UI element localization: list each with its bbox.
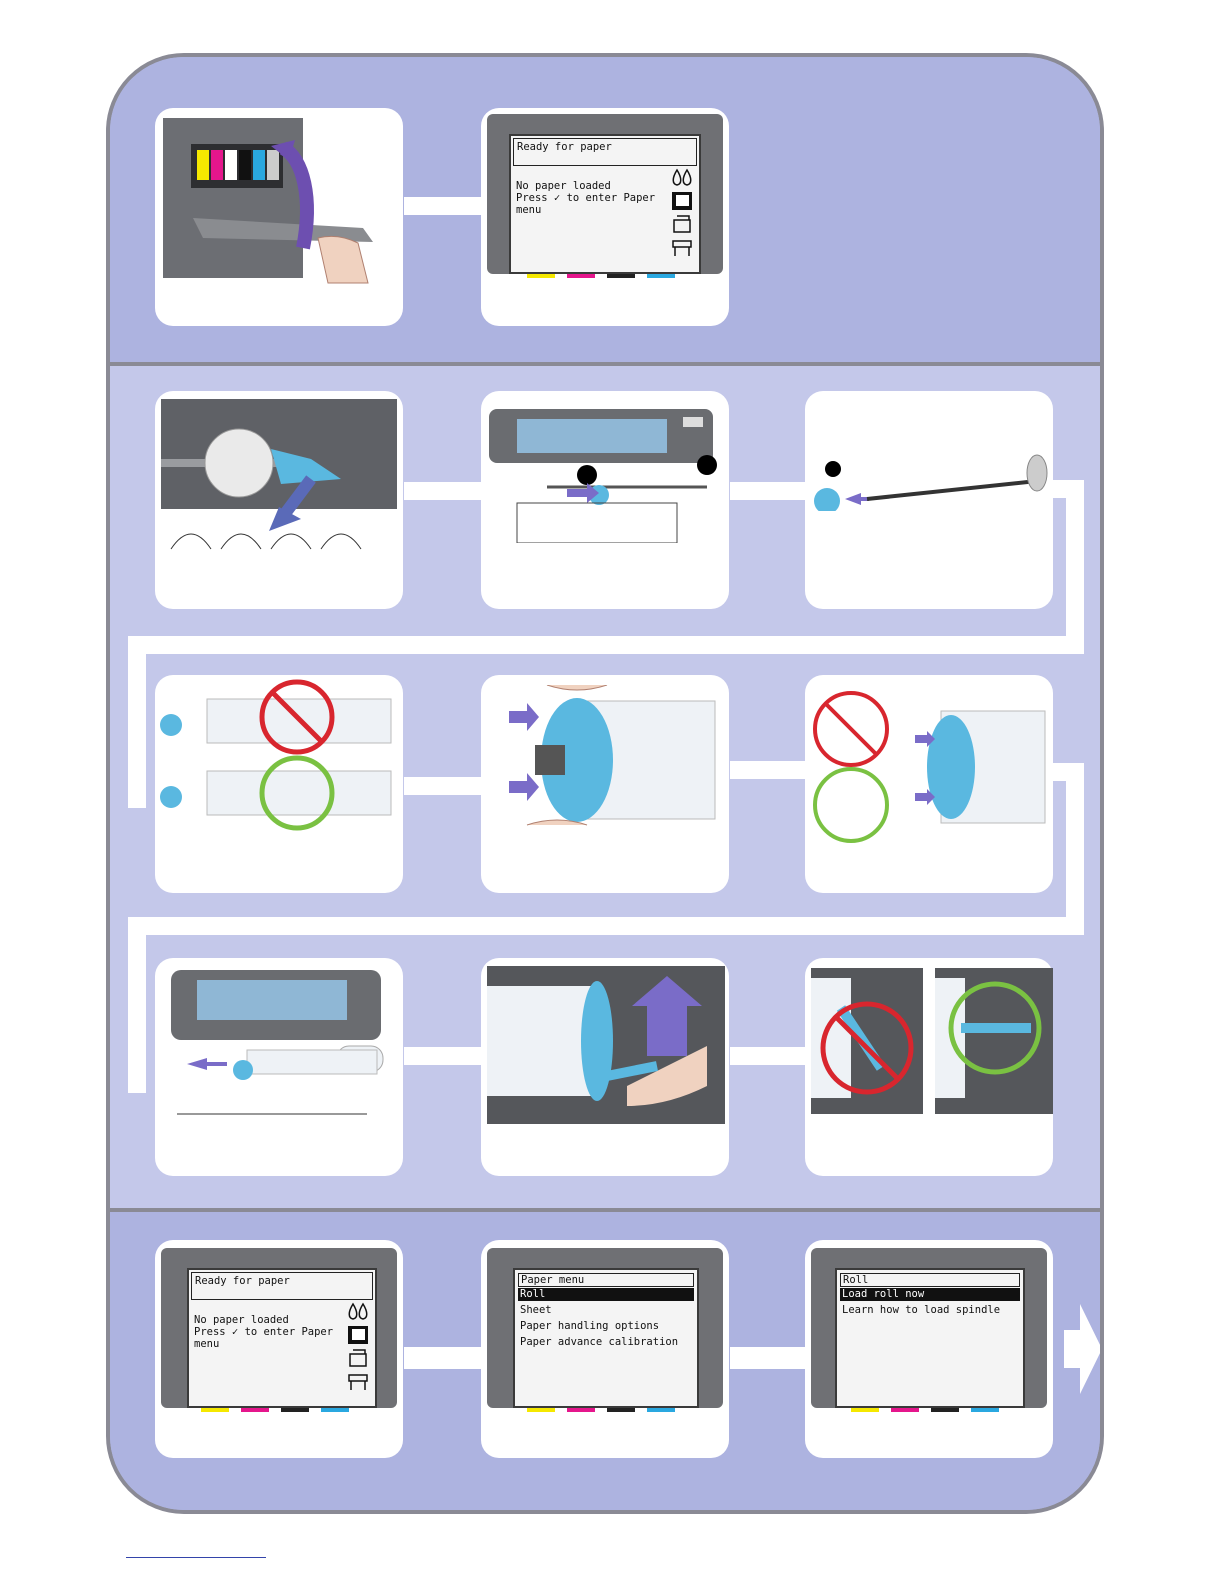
- front-panel: Roll Load roll now Learn how to load spi…: [811, 1248, 1047, 1408]
- front-panel: Paper menu Roll Sheet Paper handling opt…: [487, 1248, 723, 1408]
- paper-load-icon: [347, 1348, 369, 1368]
- ink-yellow: [527, 274, 555, 278]
- connector: [128, 636, 146, 808]
- step-card-attach-hub: [481, 675, 729, 893]
- ink-black: [931, 1408, 959, 1412]
- hub-check-illustration: [811, 685, 1051, 845]
- menu-item-learn-spindle[interactable]: Learn how to load spindle: [840, 1304, 1020, 1317]
- spindle-lever-illustration: [161, 399, 397, 557]
- ink-strip: [487, 274, 723, 278]
- printer-icon: [671, 237, 693, 257]
- step-card-lever-check: [805, 958, 1053, 1176]
- step-card-lower-lever: [481, 958, 729, 1176]
- screen-line: menu: [514, 204, 696, 217]
- paper-icon: [347, 1325, 369, 1345]
- ink-drops-icon: [347, 1302, 369, 1322]
- menu-item-roll[interactable]: Roll: [518, 1288, 694, 1301]
- spindle-hub-illustration: [809, 451, 1049, 511]
- ink-cyan: [321, 1408, 349, 1412]
- ink-magenta: [567, 274, 595, 278]
- screen-line: menu: [192, 1338, 372, 1351]
- ink-yellow: [201, 1408, 229, 1412]
- ink-black: [607, 1408, 635, 1412]
- remove-spindle-illustration: [487, 403, 723, 543]
- menu-item-load-roll[interactable]: Load roll now: [840, 1288, 1020, 1301]
- ink-cyan: [647, 1408, 675, 1412]
- ink-magenta: [891, 1408, 919, 1412]
- step-card-roll-orientation: [155, 675, 403, 893]
- printer-icon: [347, 1371, 369, 1391]
- ink-yellow: [527, 1408, 555, 1412]
- front-panel-screen: Ready for paper No paper loaded Press ✓ …: [187, 1268, 377, 1408]
- insert-spindle-illustration: [167, 966, 387, 1116]
- ink-cyan: [971, 1408, 999, 1412]
- step-card-insert-spindle: [155, 958, 403, 1176]
- step-card-paper-menu: Paper menu Roll Sheet Paper handling opt…: [481, 1240, 729, 1458]
- next-arrow-icon: [1058, 1300, 1104, 1398]
- front-panel-screen: Roll Load roll now Learn how to load spi…: [835, 1268, 1025, 1408]
- printer-window-illustration: [163, 118, 375, 284]
- screen-header: Ready for paper: [191, 1272, 373, 1300]
- ink-black: [607, 274, 635, 278]
- roll-orientation-illustration: [157, 675, 401, 837]
- step-card-roll-menu: Roll Load roll now Learn how to load spi…: [805, 1240, 1053, 1458]
- paper-load-icon: [671, 214, 693, 234]
- ink-strip: [811, 1408, 1047, 1412]
- ink-drops-icon: [671, 168, 693, 188]
- attach-hub-illustration: [507, 685, 717, 835]
- connector: [128, 917, 146, 1093]
- screen-header: Roll: [840, 1273, 1020, 1287]
- screen-icons: [671, 168, 695, 260]
- connector: [1066, 480, 1084, 654]
- connector: [128, 917, 1084, 935]
- step-card-remove-spindle: [481, 391, 729, 609]
- screen-header: Ready for paper: [513, 138, 697, 166]
- paper-icon: [671, 191, 693, 211]
- step-card-open-window: [155, 108, 403, 326]
- menu-item-sheet[interactable]: Sheet: [518, 1304, 694, 1317]
- step-card-ready-screen-2: Ready for paper No paper loaded Press ✓ …: [155, 1240, 403, 1458]
- front-panel-screen: Paper menu Roll Sheet Paper handling opt…: [513, 1268, 699, 1408]
- lever-check-illustration: [811, 968, 1053, 1114]
- ink-yellow: [851, 1408, 879, 1412]
- menu-item-paper-handling[interactable]: Paper handling options: [518, 1320, 694, 1333]
- ink-magenta: [567, 1408, 595, 1412]
- step-card-spindle-lever: [155, 391, 403, 609]
- connector: [1066, 763, 1084, 935]
- step-card-ready-screen: Ready for paper No paper loaded Press ✓ …: [481, 108, 729, 326]
- front-panel-screen: Ready for paper No paper loaded Press ✓ …: [509, 134, 701, 274]
- ink-magenta: [241, 1408, 269, 1412]
- screen-icons: [347, 1302, 371, 1394]
- front-panel: Ready for paper No paper loaded Press ✓ …: [487, 114, 723, 274]
- front-panel: Ready for paper No paper loaded Press ✓ …: [161, 1248, 397, 1408]
- step-card-remove-hub: [805, 391, 1053, 609]
- menu-item-advance-calibration[interactable]: Paper advance calibration: [518, 1336, 694, 1349]
- step-card-hub-check: [805, 675, 1053, 893]
- ink-cyan: [647, 274, 675, 278]
- ink-black: [281, 1408, 309, 1412]
- ink-strip: [487, 1408, 723, 1412]
- screen-header: Paper menu: [518, 1273, 694, 1287]
- ink-strip: [161, 1408, 397, 1412]
- connector: [128, 636, 1084, 654]
- footer-rule: [126, 1557, 266, 1558]
- lower-lever-illustration: [487, 966, 725, 1124]
